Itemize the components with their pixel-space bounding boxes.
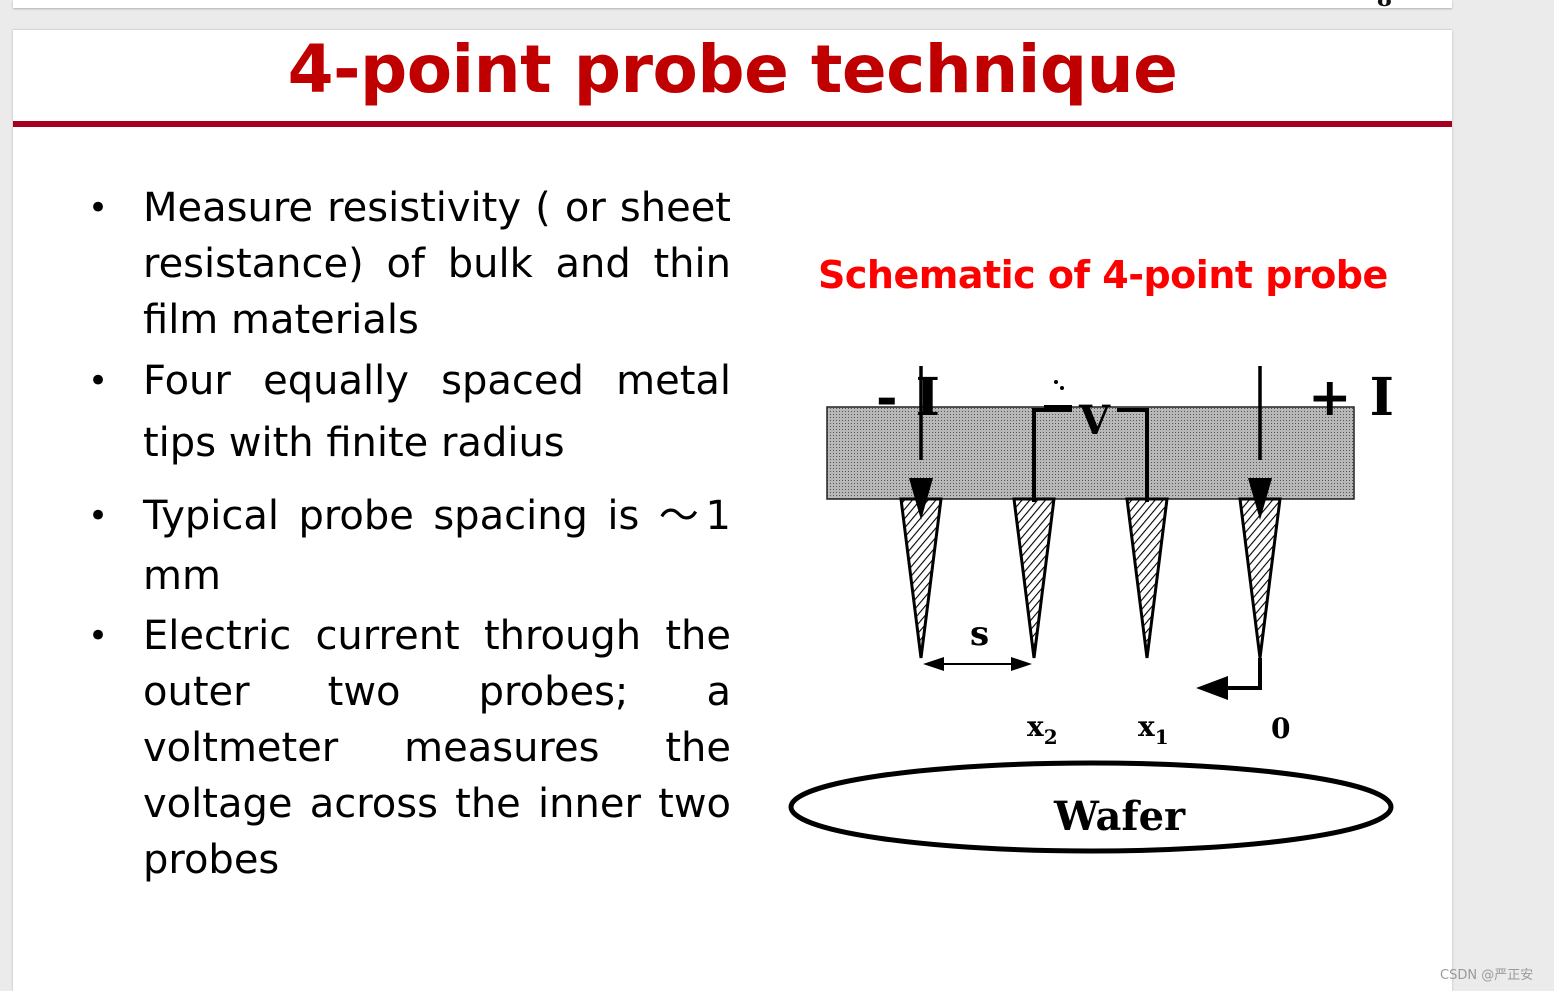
- bullet-item: Typical probe spacing is ～1 mm: [88, 486, 731, 606]
- bullet-item: Electric current through the outer two p…: [88, 608, 731, 888]
- previous-slide-page-number-fragment: 8: [1377, 0, 1392, 12]
- slide-title: 4-point probe technique: [287, 31, 1178, 108]
- stray-dot: [1054, 380, 1058, 384]
- previous-slide-edge: 8: [13, 0, 1452, 12]
- probe-tip-4: [1238, 497, 1282, 659]
- wafer-outline: [788, 760, 1394, 854]
- probe-tip-3: [1125, 497, 1169, 659]
- probe-tip-1: [899, 497, 943, 659]
- bullet-list: Measure resistivity ( or sheet resistanc…: [88, 180, 731, 888]
- stray-dot: [1060, 386, 1064, 390]
- plus-current-label: + I: [1308, 367, 1394, 428]
- bullet-item: Measure resistivity ( or sheet resistanc…: [88, 180, 731, 348]
- minus-current-arrowhead: [909, 478, 933, 520]
- title-underline-rule: [13, 121, 1452, 127]
- origin-arrowhead: [1196, 676, 1228, 700]
- origin-label: 0: [1271, 712, 1290, 745]
- spacing-arrowhead-left: [923, 657, 944, 671]
- x1-label: x1: [1138, 710, 1169, 749]
- plus-current-arrowhead: [1248, 478, 1272, 520]
- wafer-label: Wafer: [1053, 793, 1186, 840]
- four-point-probe-schematic: - I + I V s x2 x1 0 Wafer: [788, 366, 1394, 854]
- spacing-arrowhead-right: [1011, 657, 1032, 671]
- minus-current-label: - I: [876, 367, 940, 428]
- diagram-caption: Schematic of 4-point probe: [818, 253, 1388, 297]
- voltage-label: V: [1078, 397, 1111, 444]
- bullet-item: Four equally spaced metal tips with fini…: [88, 350, 731, 474]
- x2-label: x2: [1027, 710, 1058, 749]
- probe-tip-2: [1012, 497, 1056, 659]
- spacing-label: s: [970, 614, 989, 654]
- slide: 4-point probe technique Measure resistiv…: [13, 30, 1452, 991]
- watermark: CSDN @严正安: [1440, 968, 1534, 983]
- origin-arrow-line: [1220, 658, 1262, 690]
